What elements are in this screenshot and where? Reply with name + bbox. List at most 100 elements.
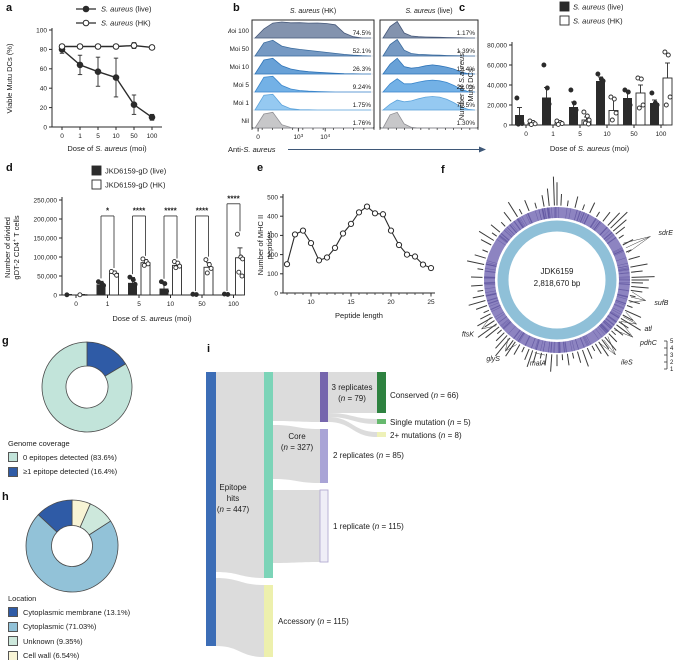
legend-swatch xyxy=(8,650,18,660)
svg-text:Peptide length: Peptide length xyxy=(335,311,383,320)
svg-text:1: 1 xyxy=(78,133,82,140)
svg-text:2 replicates (n = 85): 2 replicates (n = 85) xyxy=(333,451,404,460)
svg-text:Number of divided: Number of divided xyxy=(3,217,12,278)
panel-c-label: c xyxy=(459,2,466,14)
panel-f-label: f xyxy=(441,164,445,176)
legend-item: Cytoplasmic (71.03%) xyxy=(8,621,130,632)
svg-text:200: 200 xyxy=(267,252,278,259)
legend-item: Cytoplasmic membrane (13.1%) xyxy=(8,607,130,617)
legend-title: Genome coverage xyxy=(8,439,70,448)
svg-text:10: 10 xyxy=(112,133,120,140)
legend-item-label: ≥1 epitope detected (16.4%) xyxy=(23,467,118,476)
svg-text:ftsK: ftsK xyxy=(462,331,474,338)
svg-text:1.75%: 1.75% xyxy=(353,102,372,109)
svg-text:****: **** xyxy=(133,206,146,215)
svg-text:4: 4 xyxy=(670,346,674,352)
panel-a-label: a xyxy=(6,2,13,14)
legend-swatch xyxy=(8,466,18,477)
svg-text:Number of S.aureus+: Number of S.aureus+ xyxy=(457,50,466,120)
svg-text:40: 40 xyxy=(40,86,48,93)
svg-text:malA: malA xyxy=(530,360,546,367)
svg-text:(n = 327): (n = 327) xyxy=(281,443,314,452)
svg-text:atl: atl xyxy=(644,326,652,333)
svg-text:5: 5 xyxy=(670,339,674,345)
svg-text:0: 0 xyxy=(524,131,528,138)
legend-swatch xyxy=(8,452,18,462)
svg-text:300: 300 xyxy=(267,233,278,240)
svg-text:5: 5 xyxy=(96,133,100,140)
svg-text:10: 10 xyxy=(603,131,611,138)
svg-text:50: 50 xyxy=(630,131,638,138)
svg-text:S. aureus (live): S. aureus (live) xyxy=(573,3,624,12)
svg-text:Conserved (n = 66): Conserved (n = 66) xyxy=(390,391,459,400)
svg-text:52.1%: 52.1% xyxy=(353,48,372,55)
legend-item: 0 epitopes detected (83.6%) xyxy=(8,452,117,462)
svg-text:Core: Core xyxy=(288,432,306,441)
legend-swatch xyxy=(8,636,18,646)
svg-text:1: 1 xyxy=(106,301,110,308)
svg-text:74.5%: 74.5% xyxy=(353,30,372,37)
panel-h-location: Location Cytoplasmic membrane (13.1%) Cy… xyxy=(0,489,200,660)
svg-text:pdhC: pdhC xyxy=(639,340,658,347)
svg-text:Mutu DCs: Mutu DCs xyxy=(466,68,475,102)
svg-text:Moi 50: Moi 50 xyxy=(229,46,249,53)
svg-text:S. aureus (live): S. aureus (live) xyxy=(405,8,452,15)
legend-swatch xyxy=(8,621,18,632)
panel-i-label: i xyxy=(207,343,211,355)
svg-text:Nil: Nil xyxy=(241,118,249,125)
svg-text:10: 10 xyxy=(167,301,175,308)
svg-text:400: 400 xyxy=(267,214,278,221)
svg-text:100,000: 100,000 xyxy=(34,254,58,261)
svg-text:50,000: 50,000 xyxy=(37,273,57,280)
svg-text:1.30%: 1.30% xyxy=(457,120,476,127)
svg-text:0: 0 xyxy=(53,292,57,299)
svg-text:sufB: sufB xyxy=(654,300,668,307)
svg-text:3: 3 xyxy=(670,353,674,359)
svg-text:Moi 100: Moi 100 xyxy=(228,28,249,35)
svg-text:Dose of S. aureus (moi): Dose of S. aureus (moi) xyxy=(67,144,147,153)
legend-item: Cell wall (6.54%) xyxy=(8,650,130,660)
svg-text:1.39%: 1.39% xyxy=(457,48,476,55)
svg-text:0: 0 xyxy=(43,124,47,131)
svg-text:*: * xyxy=(106,206,110,215)
svg-text:Moi 10: Moi 10 xyxy=(229,64,249,71)
legend-item-label: Cell wall (6.54%) xyxy=(23,651,80,660)
svg-text:25: 25 xyxy=(427,299,435,306)
panel-e-label: e xyxy=(257,162,264,174)
svg-text:0: 0 xyxy=(256,134,260,141)
svg-text:****: **** xyxy=(227,194,240,203)
svg-text:1 replicate (n = 115): 1 replicate (n = 115) xyxy=(333,522,404,531)
svg-text:sdrE: sdrE xyxy=(659,230,674,237)
svg-text:20: 20 xyxy=(40,105,48,112)
svg-text:26.3%: 26.3% xyxy=(353,66,372,73)
panel-g-genome-coverage: Genome coverage 0 epitopes detected (83.… xyxy=(0,333,200,481)
genome-coverage-donut-wrap xyxy=(0,333,200,435)
svg-text:12.4%: 12.4% xyxy=(457,66,476,73)
svg-text:(n = 79): (n = 79) xyxy=(338,394,366,403)
svg-text:50: 50 xyxy=(130,133,138,140)
svg-text:S. aureus (HK): S. aureus (HK) xyxy=(573,17,623,26)
svg-text:****: **** xyxy=(196,206,209,215)
panel-h-label: h xyxy=(2,491,9,503)
svg-text:Moi 5: Moi 5 xyxy=(233,82,249,89)
svg-text:100: 100 xyxy=(36,27,47,34)
svg-text:ileS: ileS xyxy=(621,359,633,366)
svg-text:1.17%: 1.17% xyxy=(457,30,476,37)
circular-genome-plot: sdrEsufBatlpdhCileSmalAglySftsKJDK61592,… xyxy=(462,176,674,373)
svg-text:0: 0 xyxy=(503,122,507,129)
svg-text:JKD6159-gD (HK): JKD6159-gD (HK) xyxy=(105,181,166,190)
legend-item-label: Unknown (9.35%) xyxy=(23,636,83,646)
svg-text:5: 5 xyxy=(578,131,582,138)
svg-text:Viable Mutu DCs (%): Viable Mutu DCs (%) xyxy=(5,43,14,113)
svg-text:Dose of S. aureus (moi): Dose of S. aureus (moi) xyxy=(550,144,630,153)
location-donut xyxy=(25,499,119,593)
svg-text:JKD6159-gD (live): JKD6159-gD (live) xyxy=(105,167,167,176)
legend-item: ≥1 epitope detected (16.4%) xyxy=(8,466,118,477)
